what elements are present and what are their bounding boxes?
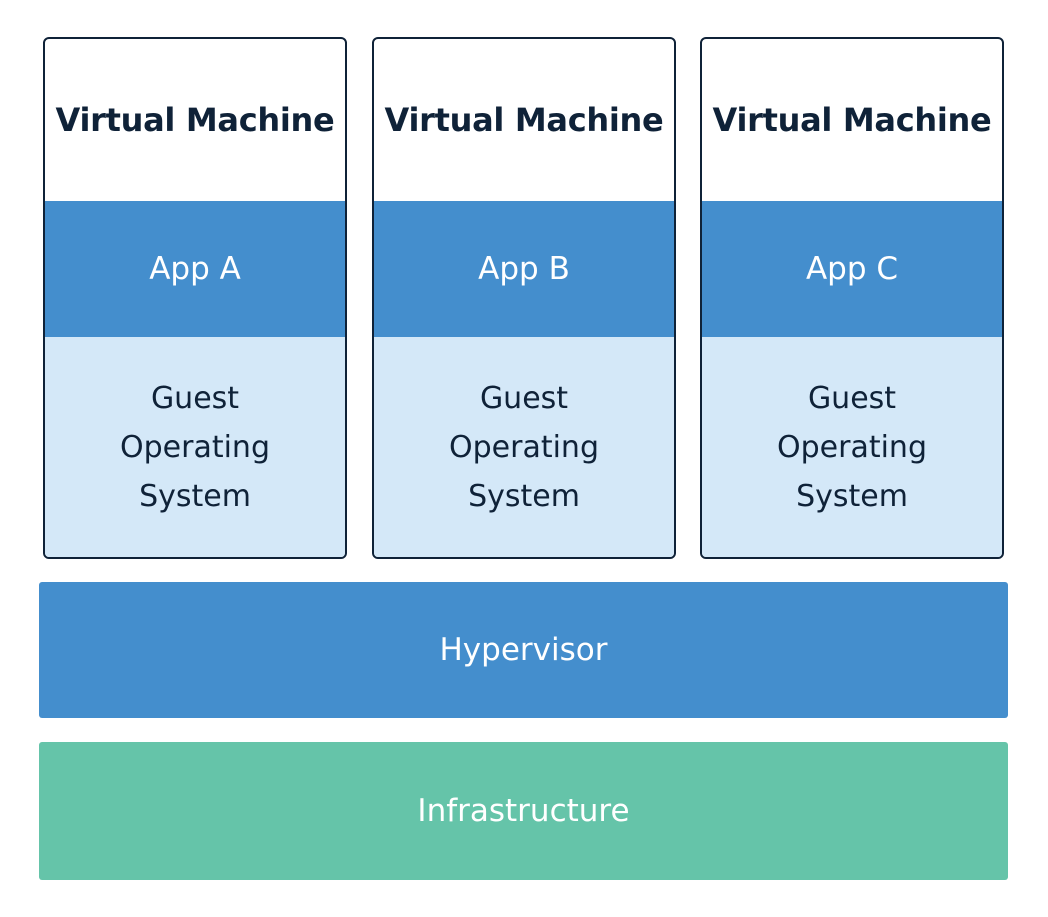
guest-os-layer: Guest Operating System bbox=[45, 337, 345, 557]
virtual-machine-c: Virtual Machine App C Guest Operating Sy… bbox=[700, 37, 1004, 559]
app-c-layer: App C bbox=[702, 201, 1002, 337]
virtual-machine-a: Virtual Machine App A Guest Operating Sy… bbox=[43, 37, 347, 559]
hypervisor-label: Hypervisor bbox=[439, 632, 608, 668]
virtual-machine-title: Virtual Machine bbox=[384, 101, 664, 139]
guest-os-layer: Guest Operating System bbox=[702, 337, 1002, 557]
virtual-machine-b: Virtual Machine App B Guest Operating Sy… bbox=[372, 37, 676, 559]
virtual-machine-title: Virtual Machine bbox=[712, 101, 992, 139]
infrastructure-label: Infrastructure bbox=[417, 793, 630, 829]
app-b-layer: App B bbox=[374, 201, 674, 337]
guest-os-layer: Guest Operating System bbox=[374, 337, 674, 557]
app-a-layer: App A bbox=[45, 201, 345, 337]
infrastructure-layer: Infrastructure bbox=[39, 742, 1008, 880]
hypervisor-layer: Hypervisor bbox=[39, 582, 1008, 718]
virtual-machine-title: Virtual Machine bbox=[55, 101, 335, 139]
